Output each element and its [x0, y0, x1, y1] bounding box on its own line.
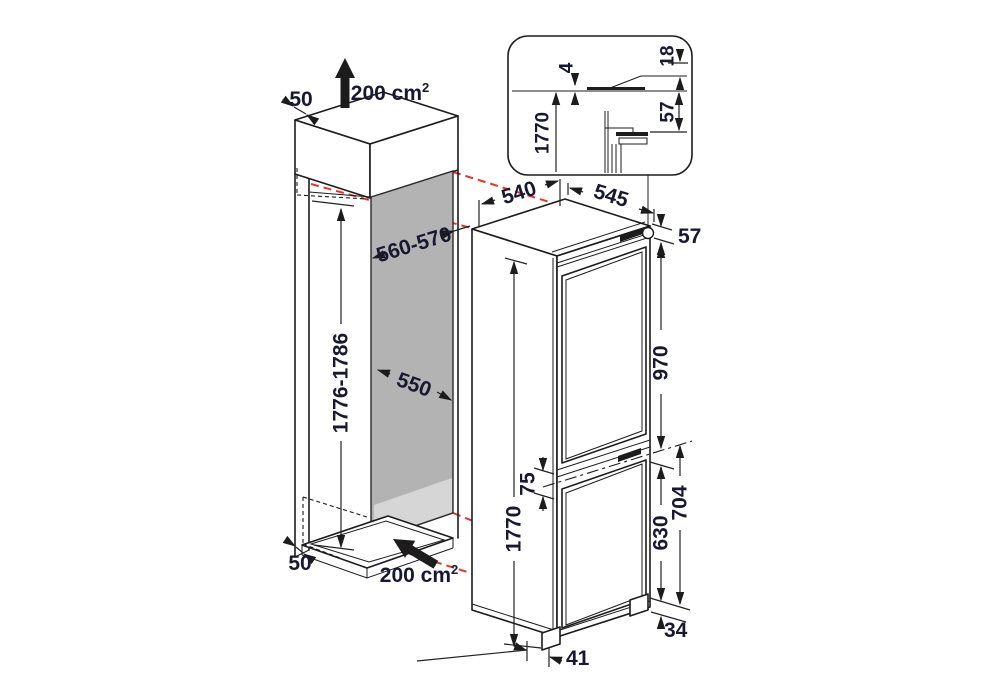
dim-door-gap: 75	[517, 472, 540, 496]
appliance-front-face	[556, 225, 651, 638]
dim-bottom-clearance: 34	[664, 619, 688, 642]
appliance-figure	[471, 136, 693, 651]
niche-hidden-edges	[296, 168, 369, 559]
upper-door	[561, 246, 647, 464]
dim-niche-bottom-clearance: 50	[288, 552, 311, 575]
dim-lower-door-height: 630	[650, 515, 673, 550]
dim-inset-top-gap: 4	[557, 62, 578, 73]
dim-niche-top-clearance: 50	[289, 88, 312, 111]
dim-foot-inset: 41	[566, 647, 590, 670]
dim-niche-height: 1776-1786	[330, 333, 353, 433]
dim-hinge-offset: 57	[678, 225, 701, 248]
detail-inset: 4 18 57 1770	[507, 35, 693, 176]
dim-inset-hinge-distance: 57	[658, 101, 679, 122]
inset-hinge-bar	[616, 132, 648, 136]
divider-centerline	[542, 440, 693, 488]
dim-total-height: 1770	[503, 506, 526, 553]
inset-door-top-edge	[587, 87, 645, 90]
dim-inset-overlap: 18	[658, 45, 679, 66]
dim-niche-top-vent: 200 cm2	[351, 80, 429, 105]
hinge-callout-circle	[641, 226, 655, 240]
dim-upper-door-height: 970	[650, 345, 673, 380]
dim-inset-niche-height: 1770	[533, 112, 554, 154]
inset-appliance-top	[618, 137, 648, 145]
appliance-dimensions: 540 545 57 970 75 1770 630	[416, 177, 701, 670]
top-hinge-plate	[620, 228, 643, 242]
mid-hinge-plate	[618, 448, 641, 462]
niche-figure	[294, 58, 459, 579]
niche-back-panel	[370, 170, 454, 542]
rear-foot	[629, 593, 649, 617]
dim-niche-bottom-vent: 200 cm2	[380, 562, 458, 587]
front-foot	[541, 626, 561, 651]
dim-lower-section-height: 704	[669, 485, 692, 520]
